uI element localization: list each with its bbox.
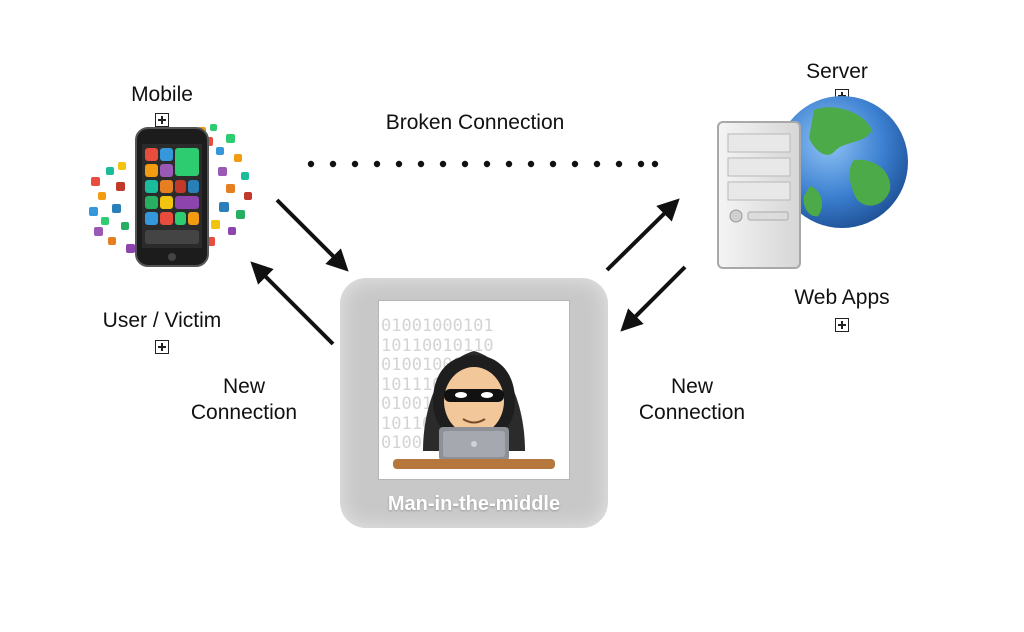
arrow-server-to-attacker [620,265,687,332]
smartphone-icon [89,124,252,267]
user-victim-expand-icon[interactable] [155,340,169,354]
arrow-attacker-to-mobile [250,261,335,346]
globe-icon [776,96,908,228]
arrow-mobile-to-attacker [275,198,349,272]
mobile-label: Mobile [131,83,193,106]
hooded-hacker-icon [393,351,555,469]
web-apps-expand-icon[interactable] [835,318,849,332]
broken-connection-label: Broken Connection [385,111,565,134]
right-link-label: New Connection [622,374,762,426]
server-tower-icon [717,121,801,269]
server-globe-icon [717,96,908,269]
broken-connection-dots [307,160,659,168]
hacker-image-frame: 01001000101 10110010110 01001000101 1011… [378,300,570,480]
man-in-the-middle-panel: 01001000101 10110010110 01001000101 1011… [340,278,608,528]
user-victim-label: User / Victim [102,309,222,332]
left-link-label-line1: New [222,375,265,398]
phone-screen-apps [145,148,199,244]
server-label: Server [806,60,868,83]
left-link-label: New Connection [174,374,314,426]
left-link-label-line2: Connection [190,401,298,424]
mobile-expand-icon[interactable] [155,113,169,127]
right-link-label-line1: New [670,375,713,398]
man-in-the-middle-label: Man-in-the-middle [387,493,561,515]
web-apps-label: Web Apps [794,286,890,309]
right-link-label-line2: Connection [638,401,746,424]
arrow-attacker-to-server [605,198,680,272]
